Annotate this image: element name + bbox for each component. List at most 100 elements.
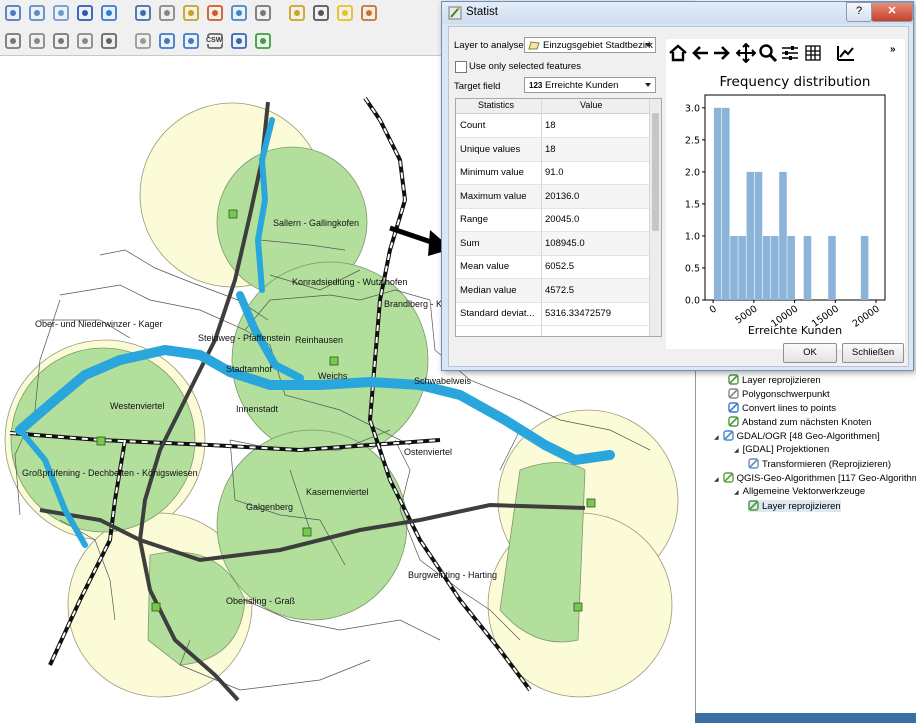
dialog-titlebar[interactable]: Statist ? ✕ (442, 2, 913, 24)
home-icon[interactable] (668, 43, 688, 63)
bookmark-icon[interactable] (359, 3, 379, 23)
label-schwabelweis: Schwabelweis (414, 376, 472, 386)
label-icon[interactable] (3, 31, 23, 51)
label-brandlberg: Brandlberg - Ke (384, 299, 448, 309)
y-tick-label: 2.5 (685, 135, 700, 146)
csw-icon[interactable]: CSW (205, 31, 225, 51)
plugin-globe-icon[interactable] (157, 31, 177, 51)
table-scrollbar[interactable] (649, 99, 661, 336)
label-westenviertel: Westenviertel (110, 401, 165, 411)
zoom-to-selection-icon[interactable] (51, 3, 71, 23)
statistics-sum-icon[interactable] (287, 3, 307, 23)
map-tips-icon[interactable] (335, 3, 355, 23)
label-ostenviertel: Ostenviertel (404, 447, 453, 457)
tree-item[interactable]: ◢QGIS-Geo-Algorithmen [117 Geo-Algorithm… (714, 472, 916, 484)
statist-app-icon (448, 6, 462, 20)
measure-icon[interactable] (311, 3, 331, 23)
expression-icon[interactable] (181, 3, 201, 23)
help-button[interactable]: ? (846, 2, 872, 22)
reproject-icon (728, 374, 739, 385)
field-calculator-icon[interactable] (253, 3, 273, 23)
expanded-arrow-icon[interactable]: ◢ (734, 490, 739, 496)
tree-item[interactable]: Abstand zum nächsten Knoten (728, 416, 871, 428)
ok-button[interactable]: OK (783, 343, 837, 363)
select-icon[interactable] (157, 3, 177, 23)
tree-item[interactable]: Layer reprojizieren (748, 500, 841, 512)
only-selected-label: Use only selected features (469, 61, 581, 72)
expanded-arrow-icon[interactable]: ◢ (734, 448, 739, 454)
tree-item[interactable]: ◢[GDAL] Projektionen (734, 444, 829, 455)
expanded-arrow-icon[interactable]: ◢ (714, 477, 719, 483)
stat-value: 18 (545, 120, 556, 131)
layer-combobox-value: Einzugsgebiet Stadtbezirk (543, 40, 653, 51)
numeric-field-icon: 123 (529, 81, 543, 90)
attribute-table-icon[interactable] (229, 3, 249, 23)
target-field-combobox[interactable]: 123 Erreichte Kunden (524, 77, 656, 93)
histogram-bar (762, 235, 771, 300)
stat-value: 4572.5 (545, 284, 575, 296)
tree-item[interactable]: ◢Allgemeine Vektorwerkzeuge (734, 486, 865, 497)
expanded-arrow-icon[interactable]: ◢ (714, 435, 719, 441)
tree-item[interactable]: Layer reprojizieren (728, 374, 821, 386)
centroid-point (228, 209, 238, 219)
distance-icon (728, 416, 739, 427)
district-boundaries (14, 239, 651, 691)
configure-subplots-icon[interactable] (780, 43, 800, 63)
refresh-icon[interactable] (99, 3, 119, 23)
table-row[interactable]: Standard deviat...5316.33472579 (456, 302, 649, 326)
python-icon[interactable] (229, 31, 249, 51)
tree-item-label: [GDAL] Projektionen (742, 444, 830, 455)
label-rotate-icon[interactable] (75, 31, 95, 51)
tree-item[interactable]: Polygonschwerpunkt (728, 388, 830, 400)
scrollbar-thumb[interactable] (652, 113, 659, 231)
stat-name: Count (460, 120, 486, 131)
close-button[interactable]: Schließen (842, 343, 904, 363)
toolbar-overflow-button[interactable]: » (890, 44, 896, 55)
plugin-globe2-icon[interactable] (181, 31, 201, 51)
stat-value: 108945.0 (545, 237, 585, 249)
centroid-point (96, 436, 106, 446)
new-project-icon[interactable] (3, 3, 23, 23)
y-tick-label: 2.0 (685, 167, 700, 178)
zoom-to-layer-icon[interactable] (27, 3, 47, 23)
zoom-icon[interactable] (758, 43, 778, 63)
label-show-icon[interactable] (133, 31, 153, 51)
x-tick-label: 5000 (733, 303, 759, 326)
processing-icon[interactable] (253, 31, 273, 51)
layer-combobox[interactable]: Einzugsgebiet Stadtbezirk (524, 37, 656, 53)
label-change-icon[interactable] (99, 31, 119, 51)
save-icon[interactable] (75, 3, 95, 23)
pan-icon[interactable] (735, 42, 757, 64)
label-move-icon[interactable] (51, 31, 71, 51)
grid-icon[interactable] (803, 43, 823, 63)
x-axis-label: Erreichte Kunden (748, 324, 842, 337)
tree-item[interactable]: Convert lines to points (728, 402, 836, 414)
deselect-icon[interactable] (205, 3, 225, 23)
close-window-button[interactable]: ✕ (871, 2, 913, 22)
transform-icon (748, 458, 759, 469)
only-selected-checkbox[interactable] (455, 61, 467, 73)
identify-icon[interactable] (133, 3, 153, 23)
label-grosspruefening: Großprüfening - Dechbetten - Königswiese… (22, 468, 198, 478)
stat-name: Unique values (460, 143, 521, 155)
forward-arrow-icon[interactable] (712, 43, 732, 63)
tree-item[interactable]: ◢GDAL/OGR [48 Geo-Algorithmen] (714, 430, 880, 442)
histogram-bar (713, 107, 722, 300)
label-reinhausen: Reinhausen (295, 335, 344, 345)
target-field-value: Erreichte Kunden (545, 80, 619, 91)
edit-curves-icon[interactable] (836, 43, 856, 63)
tree-item[interactable]: Transformieren (Reprojizieren) (748, 458, 891, 470)
table-row[interactable]: Count 18 (456, 114, 649, 138)
centroid-icon (728, 388, 739, 399)
label-pin-icon[interactable] (27, 31, 47, 51)
back-arrow-icon[interactable] (690, 43, 710, 63)
